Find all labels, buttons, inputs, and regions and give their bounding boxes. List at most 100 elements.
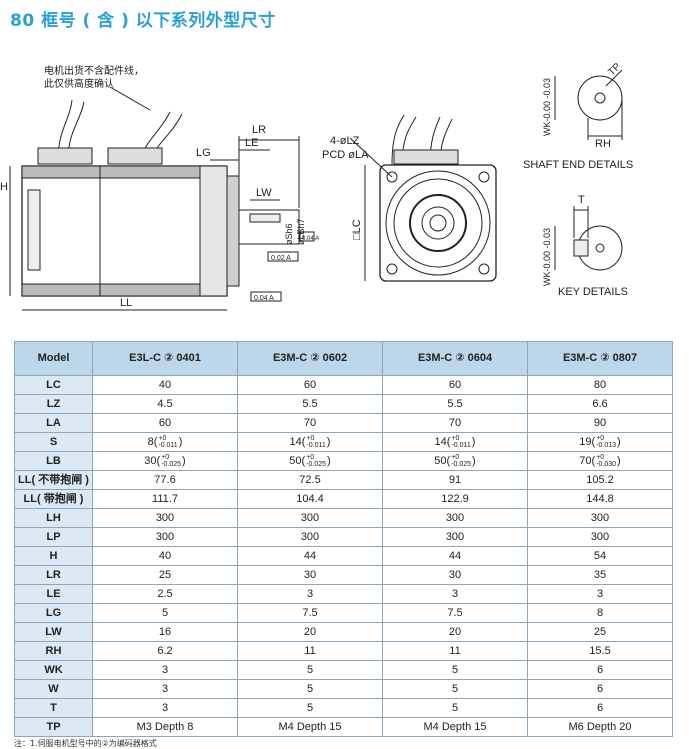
row-label: LZ [14,394,93,414]
cell-value: 5 [306,683,314,695]
tolerance-lower: -0.011 [158,442,178,450]
cell-value: 300 [155,531,175,543]
cell-value: 44 [448,550,462,562]
cell-value: 14( [434,436,451,448]
row-label: LE [14,584,93,604]
table-cell: 16 [92,622,238,642]
cell-value: 50( [434,455,451,467]
cell-value: 104.4 [296,493,324,505]
cell-value: 300 [590,531,610,543]
tolerance-lower: -0.011 [451,442,471,450]
cell-value: 20 [303,626,317,638]
row-label: W [14,679,93,699]
cell-value-end: ) [617,436,621,448]
table-cell: 70 [237,413,383,433]
cell-value: 3 [306,588,314,600]
table-cell: 2.5 [92,584,238,604]
col-header: E3M-C ② 0604 [382,341,528,376]
table-cell: 7.5 [237,603,383,623]
holes-label: 4-øLZ [330,135,360,147]
cell-value: 300 [445,531,465,543]
table-cell: 144.8 [527,489,673,509]
row-label: LP [14,527,93,547]
table-cell: 5 [382,679,528,699]
cell-value: 300 [155,512,175,524]
cell-value: 11 [449,645,461,657]
table-cell: M6 Depth 20 [527,717,673,737]
cell-value: 40 [158,550,172,562]
table-cell: 80 [527,375,673,395]
table-cell: 40 [92,375,238,395]
cell-value: 5 [451,702,459,714]
tolerance-lower: -0.025 [161,461,182,469]
key-WK-tol-label: WK-0.00 -0.03 [542,228,552,286]
cell-value: 5.5 [302,398,318,410]
table-cell: 3 [92,679,238,699]
tolerance: +0-0.013 [596,435,616,449]
cell-value: 7.5 [302,607,318,619]
tolerance-lower: -0.013 [596,442,617,450]
table-cell: M3 Depth 8 [92,717,238,737]
table-cell: 14(+0-0.011) [382,432,528,452]
dim-LR-label: LR [252,124,266,136]
dim-LB-label: øLBh7 [296,218,306,245]
table-cell: M4 Depth 15 [237,717,383,737]
dim-T-label: T [578,194,585,206]
table-cell: 3 [527,584,673,604]
table-cell: 15.5 [527,641,673,661]
dim-TP-label: TP [606,61,623,78]
tolerance-upper: +0 [158,435,167,443]
tolerance-lower: -0.025 [451,461,472,469]
table-cell: 77.6 [92,470,238,490]
table-cell: 90 [527,413,673,433]
cell-value: 70 [448,417,462,429]
cell-value: 30 [448,569,462,581]
cell-value: 30( [144,455,161,467]
page-title: 80 框号 ( 含 ) 以下系列外型尺寸 [10,11,276,31]
row-label: H [14,546,93,566]
table-cell: 3 [237,584,383,604]
table-cell: 6 [527,679,673,699]
cell-value: 14( [289,436,306,448]
tolerance-upper: +0 [451,435,460,443]
cell-value: 60 [303,379,317,391]
table-cell: 50(+0-0.025) [382,451,528,471]
table-cell: 40 [92,546,238,566]
dimension-table: Model E3L-C ② 0401 E3M-C ② 0602 E3M-C ② … [14,341,673,737]
cell-value: 300 [300,531,320,543]
table-cell: 25 [527,622,673,642]
cell-value-end: ) [472,455,476,467]
table-cell: 30 [237,565,383,585]
row-label: LG [14,603,93,623]
table-cell: 8 [527,603,673,623]
cell-value: 19( [579,436,596,448]
cell-value: 5.5 [447,398,463,410]
row-label: LH [14,508,93,528]
table-header-row: Model E3L-C ② 0401 E3M-C ② 0602 E3M-C ② … [14,341,673,376]
row-label: LB [14,451,93,471]
table-cell: 4.5 [92,394,238,414]
table-cell: 60 [92,413,238,433]
table-cell: 60 [382,375,528,395]
table-cell: 300 [382,527,528,547]
table-cell: 70(+0-0.030) [527,451,673,471]
table-cell: 30 [382,565,528,585]
tolerance-lower: -0.030 [596,461,617,469]
cell-value: 91 [448,474,462,486]
tolerance-upper: +0 [596,454,605,462]
table-cell: 3 [92,660,238,680]
col-header: E3M-C ② 0602 [237,341,383,376]
row-label: RH [14,641,93,661]
col-header: E3L-C ② 0401 [92,341,238,376]
table-cell: 44 [237,546,383,566]
perpendicularity-tolerance: 0.04 A [254,295,274,302]
table-cell: 20 [237,622,383,642]
